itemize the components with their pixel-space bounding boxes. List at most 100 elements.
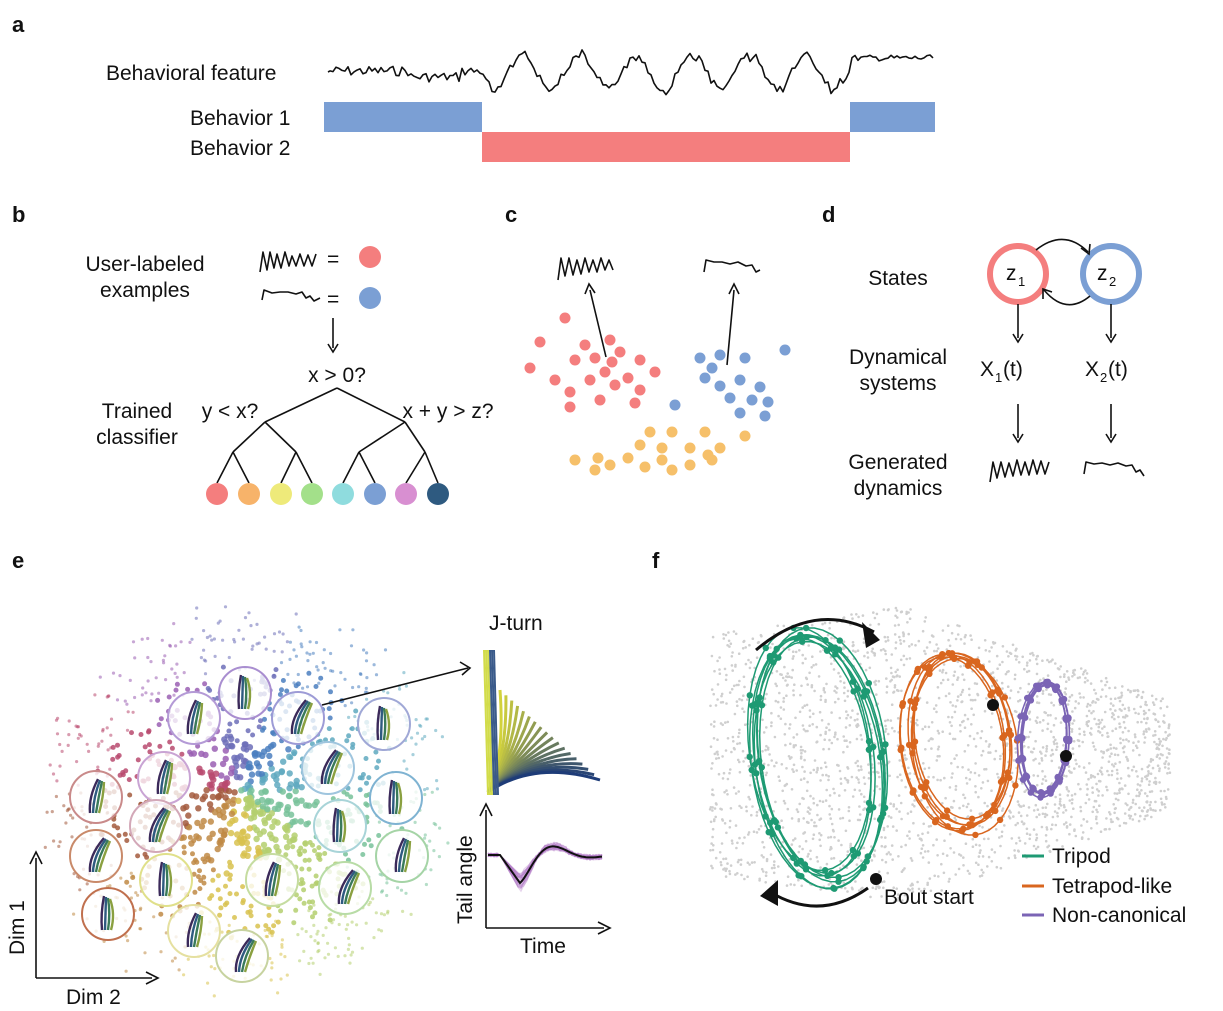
- cloud-point: [1104, 683, 1107, 687]
- cloud-point: [812, 833, 816, 836]
- cloud-point: [1052, 740, 1056, 744]
- cloud-point: [725, 702, 728, 705]
- cloud-point: [1164, 760, 1168, 763]
- embedding-point: [67, 807, 71, 811]
- cloud-point: [808, 709, 812, 712]
- gait-sample: [972, 831, 979, 839]
- cloud-point: [1112, 704, 1115, 707]
- embedding-point: [201, 880, 207, 886]
- cloud-point: [779, 717, 783, 720]
- cloud-point: [789, 742, 792, 746]
- cloud-point: [1071, 798, 1074, 801]
- gait-sample: [865, 680, 872, 687]
- cloud-point: [1078, 732, 1081, 736]
- cloud-point: [1097, 718, 1101, 722]
- cloud-point: [1156, 746, 1159, 749]
- cloud-point: [1159, 789, 1163, 793]
- cloud-point: [923, 850, 927, 853]
- cloud-point: [1146, 717, 1149, 721]
- embedding-point: [124, 934, 128, 938]
- cloud-point: [960, 700, 964, 703]
- embedding-point: [312, 910, 318, 916]
- gait-sample: [830, 884, 837, 892]
- cloud-point: [984, 649, 988, 652]
- embedding-point: [180, 834, 187, 841]
- embedding-point: [247, 909, 253, 915]
- cloud-point: [1114, 797, 1118, 801]
- cloud-point: [1097, 725, 1101, 729]
- cloud-point: [835, 691, 838, 694]
- arrow-head-z1-x1: [1012, 333, 1024, 344]
- cloud-point: [1038, 720, 1042, 724]
- embedding-point: [234, 738, 240, 744]
- cloud-point: [857, 769, 861, 772]
- equals-sign-1: =: [327, 248, 339, 271]
- embedding-point: [437, 855, 441, 859]
- cloud-point: [1140, 777, 1144, 780]
- cloud-point: [821, 622, 824, 626]
- generated-label-line2: dynamics: [854, 477, 943, 500]
- cloud-point: [1127, 729, 1130, 733]
- leaf-node: [301, 483, 323, 505]
- cloud-point: [962, 804, 965, 808]
- embedding-point: [242, 812, 249, 819]
- cloud-point: [1016, 821, 1019, 825]
- embedding-point: [253, 826, 260, 834]
- cloud-point: [962, 678, 966, 682]
- cloud-point: [819, 866, 822, 869]
- cloud-point: [1050, 827, 1053, 831]
- cloud-point: [1001, 645, 1005, 648]
- embedding-point: [286, 838, 293, 845]
- gait-sample: [854, 850, 862, 857]
- embedding-point: [301, 686, 305, 690]
- embedding-point: [248, 903, 254, 909]
- cloud-point: [845, 778, 849, 782]
- cloud-point: [1009, 689, 1013, 692]
- cloud-point: [819, 694, 823, 698]
- embedding-point: [58, 840, 62, 844]
- embedding-point: [359, 672, 363, 677]
- cloud-point: [1117, 715, 1120, 719]
- cloud-point: [1100, 679, 1103, 683]
- cloud-point: [770, 866, 774, 870]
- cloud-point: [951, 806, 954, 809]
- cloud-point: [1135, 794, 1138, 798]
- cloud-point: [842, 735, 845, 738]
- cloud-point: [878, 723, 882, 726]
- cloud-point: [1014, 747, 1017, 750]
- cloud-point: [959, 854, 963, 857]
- embedding-point: [331, 669, 335, 673]
- pose-stroke: [273, 864, 282, 897]
- jturn-label: J-turn: [489, 612, 543, 635]
- cloud-point: [1137, 712, 1140, 716]
- cloud-point: [1073, 767, 1076, 770]
- embedding-point: [240, 900, 246, 906]
- cloud-point: [1110, 715, 1114, 719]
- cloud-point: [886, 718, 890, 722]
- cloud-point: [1082, 696, 1085, 699]
- cloud-point: [730, 839, 734, 842]
- cloud-point: [748, 643, 751, 647]
- cloud-point: [732, 740, 735, 743]
- cloud-point: [714, 856, 718, 860]
- cloud-point: [969, 809, 973, 812]
- cloud-point: [898, 635, 901, 639]
- embedding-point: [409, 912, 413, 917]
- cloud-point: [1034, 847, 1038, 851]
- cloud-point: [738, 804, 741, 808]
- cloud-point: [765, 744, 768, 748]
- cloud-point: [740, 698, 744, 702]
- gait-sample: [989, 689, 996, 696]
- cloud-point: [813, 759, 817, 762]
- tail-pose-circle: [81, 887, 135, 941]
- embedding-point: [202, 658, 206, 662]
- cloud-point: [974, 762, 977, 765]
- cloud-point: [1114, 697, 1117, 700]
- cloud-point: [915, 718, 919, 722]
- cloud-point: [968, 872, 971, 875]
- cloud-point: [1044, 779, 1048, 782]
- embedding-point: [186, 957, 190, 961]
- cloud-point: [727, 631, 730, 634]
- embedding-point: [213, 654, 217, 659]
- cloud-point: [996, 772, 999, 776]
